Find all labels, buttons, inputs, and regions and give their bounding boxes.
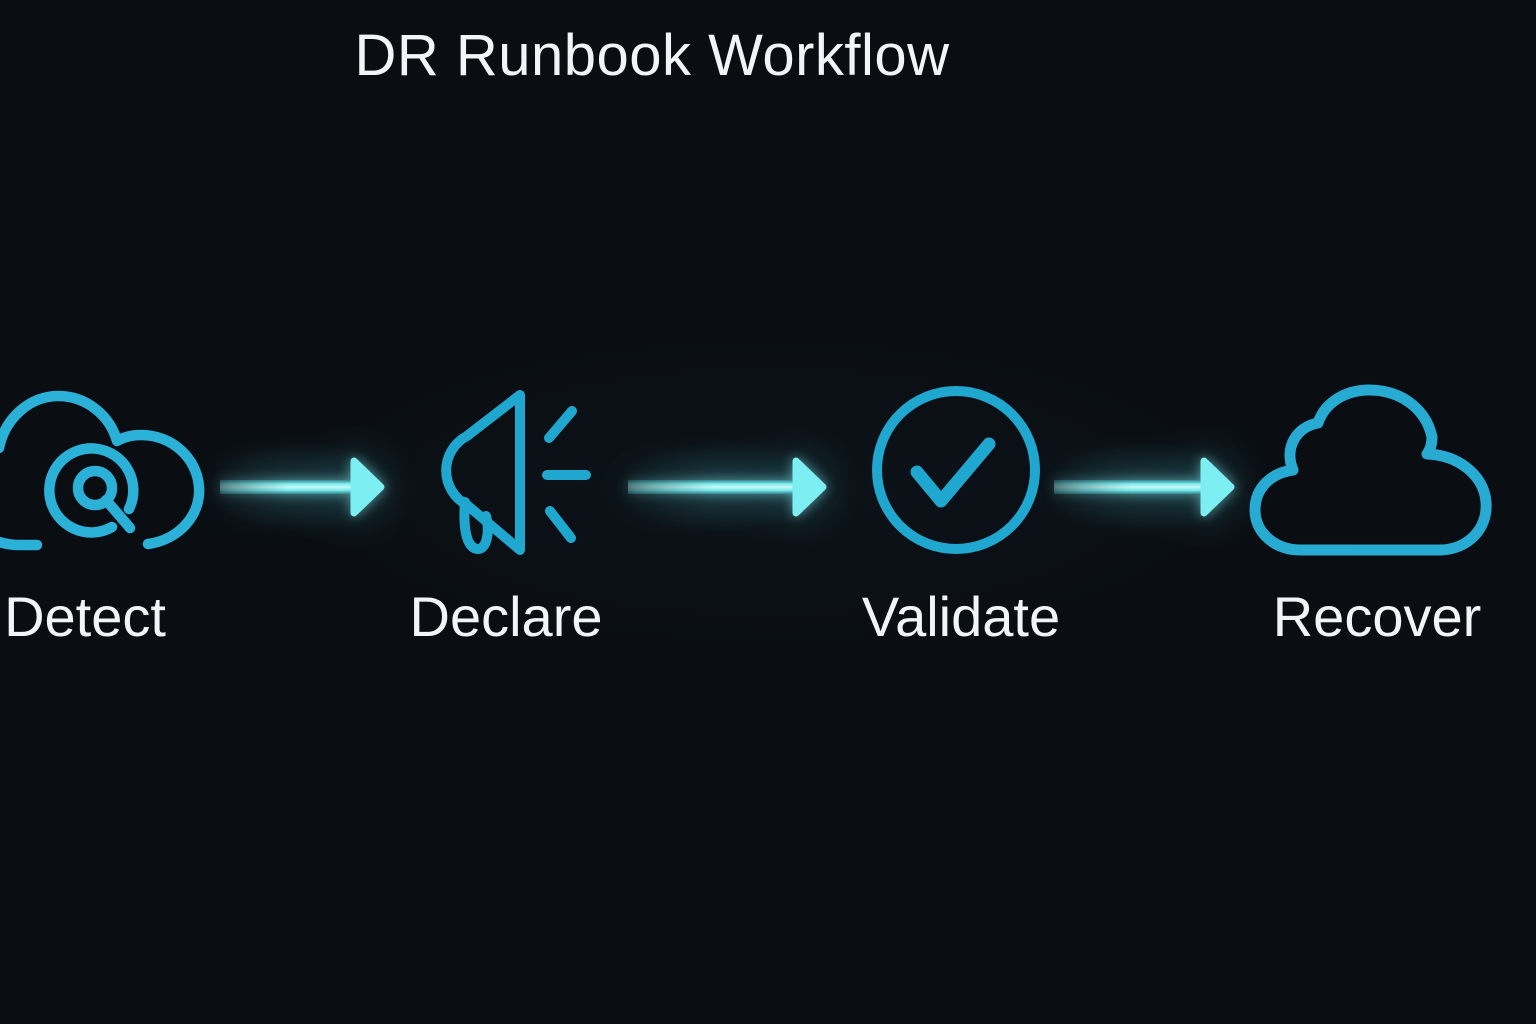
step-label-declare: Declare	[409, 585, 603, 648]
cloud-search-icon	[0, 390, 205, 551]
flow-arrow	[1054, 457, 1235, 517]
flow-arrow	[628, 457, 827, 517]
flow-arrow	[220, 457, 385, 517]
step-label-detect: Detect	[4, 585, 166, 648]
step-label-recover: Recover	[1272, 585, 1482, 648]
cloud-icon	[1249, 384, 1492, 556]
page-title: DR Runbook Workflow	[354, 23, 950, 88]
megaphone-icon	[441, 390, 591, 555]
step-label-validate: Validate	[861, 585, 1061, 648]
check-circle-icon	[872, 386, 1040, 554]
